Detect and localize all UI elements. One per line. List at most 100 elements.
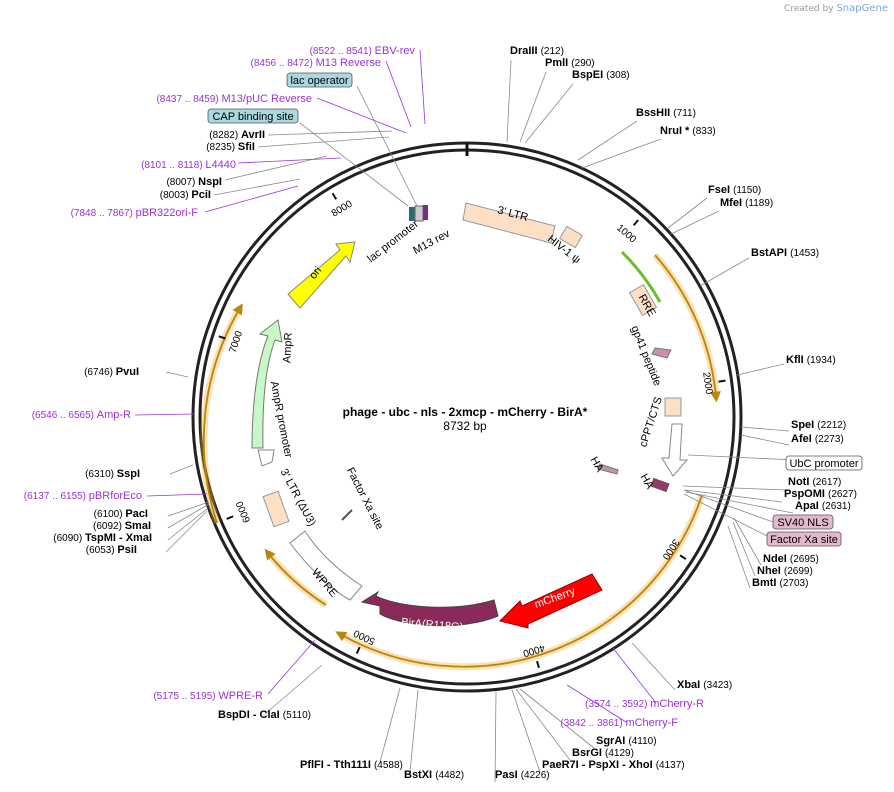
enzyme-label[interactable]: BsrGI (4129) <box>572 747 634 759</box>
boxed-label[interactable]: SV40 NLS <box>777 517 828 529</box>
boxed-label[interactable]: UbC promoter <box>789 458 858 470</box>
enzyme-label[interactable]: BspEI (308) <box>572 69 630 81</box>
enzyme-name: BsrGI <box>572 747 605 759</box>
primer-pos: (8522 .. 8541) <box>310 46 375 57</box>
tick-label-5: 6000 <box>234 499 253 524</box>
enzyme-name: NheI <box>757 565 784 577</box>
leader-line <box>167 503 210 529</box>
enzyme-name: PacI <box>125 508 148 520</box>
enzyme-label[interactable]: BssHII (711) <box>636 107 696 119</box>
enzyme-label[interactable]: (6310) SspI <box>85 468 140 480</box>
boxed-label[interactable]: CAP binding site <box>212 111 293 123</box>
primer-name: mCherry-R <box>650 698 704 710</box>
primer-name: pBRforEco <box>89 490 142 502</box>
feature-label[interactable]: lac promoter <box>365 218 421 265</box>
boxed-label-bg <box>766 531 842 547</box>
leader-line <box>581 138 662 169</box>
m13rev-shape <box>423 205 428 220</box>
leader-line <box>682 485 787 491</box>
enzyme-name: TspMI - XmaI <box>85 532 152 544</box>
tick-7 <box>331 192 338 200</box>
enzyme-label[interactable]: (6053) PsiI <box>86 544 137 556</box>
feature-label[interactable]: cPPT/CTS <box>637 396 664 449</box>
feature-label[interactable]: HA <box>638 472 656 492</box>
feature-label[interactable]: AmpR <box>281 332 295 363</box>
enzyme-name: AvrII <box>241 129 265 141</box>
feature-label[interactable]: Factor Xa site <box>344 466 385 532</box>
enzyme-pos: (4482) <box>435 770 464 781</box>
enzyme-label[interactable]: (8522 .. 8541) EBV-rev <box>310 45 416 57</box>
enzyme-label[interactable]: BmtI (2703) <box>752 577 808 589</box>
enzyme-label[interactable]: FseI (1150) <box>708 184 761 196</box>
leader-line <box>267 639 316 695</box>
enzyme-label[interactable]: (6092) SmaI <box>93 520 151 532</box>
enzyme-label[interactable]: NotI (2617) <box>788 476 841 488</box>
leader-line <box>385 60 412 128</box>
leader-line <box>732 521 756 577</box>
feature-label[interactable]: AmpR promoter <box>268 380 295 459</box>
leader-line <box>740 434 790 446</box>
tick-6 <box>218 335 226 340</box>
enzyme-label[interactable]: MfeI (1189) <box>720 197 773 209</box>
enzyme-label[interactable]: BspDI - ClaI (5110) <box>218 709 311 721</box>
enzyme-label[interactable]: DraIII (212) <box>510 45 564 57</box>
enzyme-label[interactable]: (8282) AvrII <box>209 129 265 141</box>
tick-4 <box>355 646 361 654</box>
primer-name: pBR322ori-F <box>136 207 199 219</box>
boxed-label[interactable]: lac operator <box>290 75 348 87</box>
primer-pos: (3574 .. 3592) <box>585 699 650 710</box>
enzyme-label[interactable]: (6137 .. 6155) pBRforEco <box>24 490 142 502</box>
ampr-promoter-shape <box>257 449 275 467</box>
enzyme-label[interactable]: BstAPI (1453) <box>751 247 819 259</box>
feature-label[interactable]: M13 rev <box>411 227 452 256</box>
enzyme-label[interactable]: NheI (2699) <box>757 565 813 577</box>
ori-shape <box>287 241 356 309</box>
boxed-label[interactable]: Factor Xa site <box>770 534 838 546</box>
leader-line <box>165 510 208 553</box>
enzyme-label[interactable]: NruI * (833) <box>660 125 716 137</box>
leader-line <box>685 491 794 514</box>
enzyme-label[interactable]: SgrAI (4110) <box>596 735 657 747</box>
enzyme-label[interactable]: (6546 .. 6565) Amp-R <box>32 409 131 421</box>
enzyme-name: NotI <box>788 476 812 488</box>
enzyme-label[interactable]: AfeI (2273) <box>791 433 844 445</box>
primer-pos: (8101 .. 8118) <box>141 160 205 171</box>
enzyme-label[interactable]: (8003) PciI <box>160 189 211 201</box>
enzyme-label[interactable]: (5175 .. 5195) WPRE-R <box>153 690 263 702</box>
feature-label[interactable]: BirA(R118G) <box>401 616 464 633</box>
enzyme-label[interactable]: (3574 .. 3592) mCherry-R <box>585 698 704 710</box>
leader-line <box>667 197 708 229</box>
enzyme-label[interactable]: NdeI (2695) <box>763 553 819 565</box>
enzyme-label[interactable]: (6090) TspMI - XmaI <box>53 532 152 544</box>
enzyme-label[interactable]: BstXI (4482) <box>404 769 464 781</box>
enzyme-label[interactable]: (8456 .. 8472) M13 Reverse <box>251 57 381 69</box>
plasmid-name: phage - ubc - nls - 2xmcp - mCherry - Bi… <box>343 405 588 419</box>
enzyme-label[interactable]: ApaI (2631) <box>795 500 851 512</box>
enzyme-label[interactable]: (7848 .. 7867) pBR322ori-F <box>71 207 199 219</box>
leader-line <box>409 689 419 773</box>
enzyme-label[interactable]: KflI (1934) <box>786 354 836 366</box>
enzyme-name: NdeI <box>763 553 790 565</box>
enzyme-label[interactable]: PasI (4226) <box>495 769 550 781</box>
enzyme-label[interactable]: (8101 .. 8118) L4440 <box>141 159 236 171</box>
leader-line <box>224 155 328 181</box>
enzyme-label[interactable]: PmlI (290) <box>545 57 595 69</box>
enzyme-label[interactable]: PspOMI (2627) <box>784 488 857 500</box>
enzyme-label[interactable]: (8007) NspI <box>166 176 222 188</box>
enzyme-label[interactable]: (6746) PvuI <box>84 366 139 378</box>
enzyme-label[interactable]: (8235) SfiI <box>206 141 255 153</box>
primer-pos: (5175 .. 5195) <box>153 691 218 702</box>
enzyme-label[interactable]: PflFI - Tth111I (4588) <box>300 759 403 771</box>
enzyme-label[interactable]: (6100) PacI <box>94 508 148 520</box>
enzyme-pos: (6310) <box>85 469 117 480</box>
enzyme-label[interactable]: SpeI (2212) <box>791 419 846 431</box>
enzyme-label[interactable]: XbaI (3423) <box>677 679 732 691</box>
feature-label[interactable]: HA <box>588 455 606 475</box>
enzyme-label[interactable]: (8437 .. 8459) M13/pUC Reverse <box>156 93 312 105</box>
leader-line <box>506 59 512 143</box>
enzyme-label[interactable]: PaeR7I - PspXI - XhoI (4137) <box>542 759 685 771</box>
leader-line <box>316 97 407 134</box>
enzyme-label[interactable]: (3842 .. 3861) mCherry-F <box>560 717 678 729</box>
